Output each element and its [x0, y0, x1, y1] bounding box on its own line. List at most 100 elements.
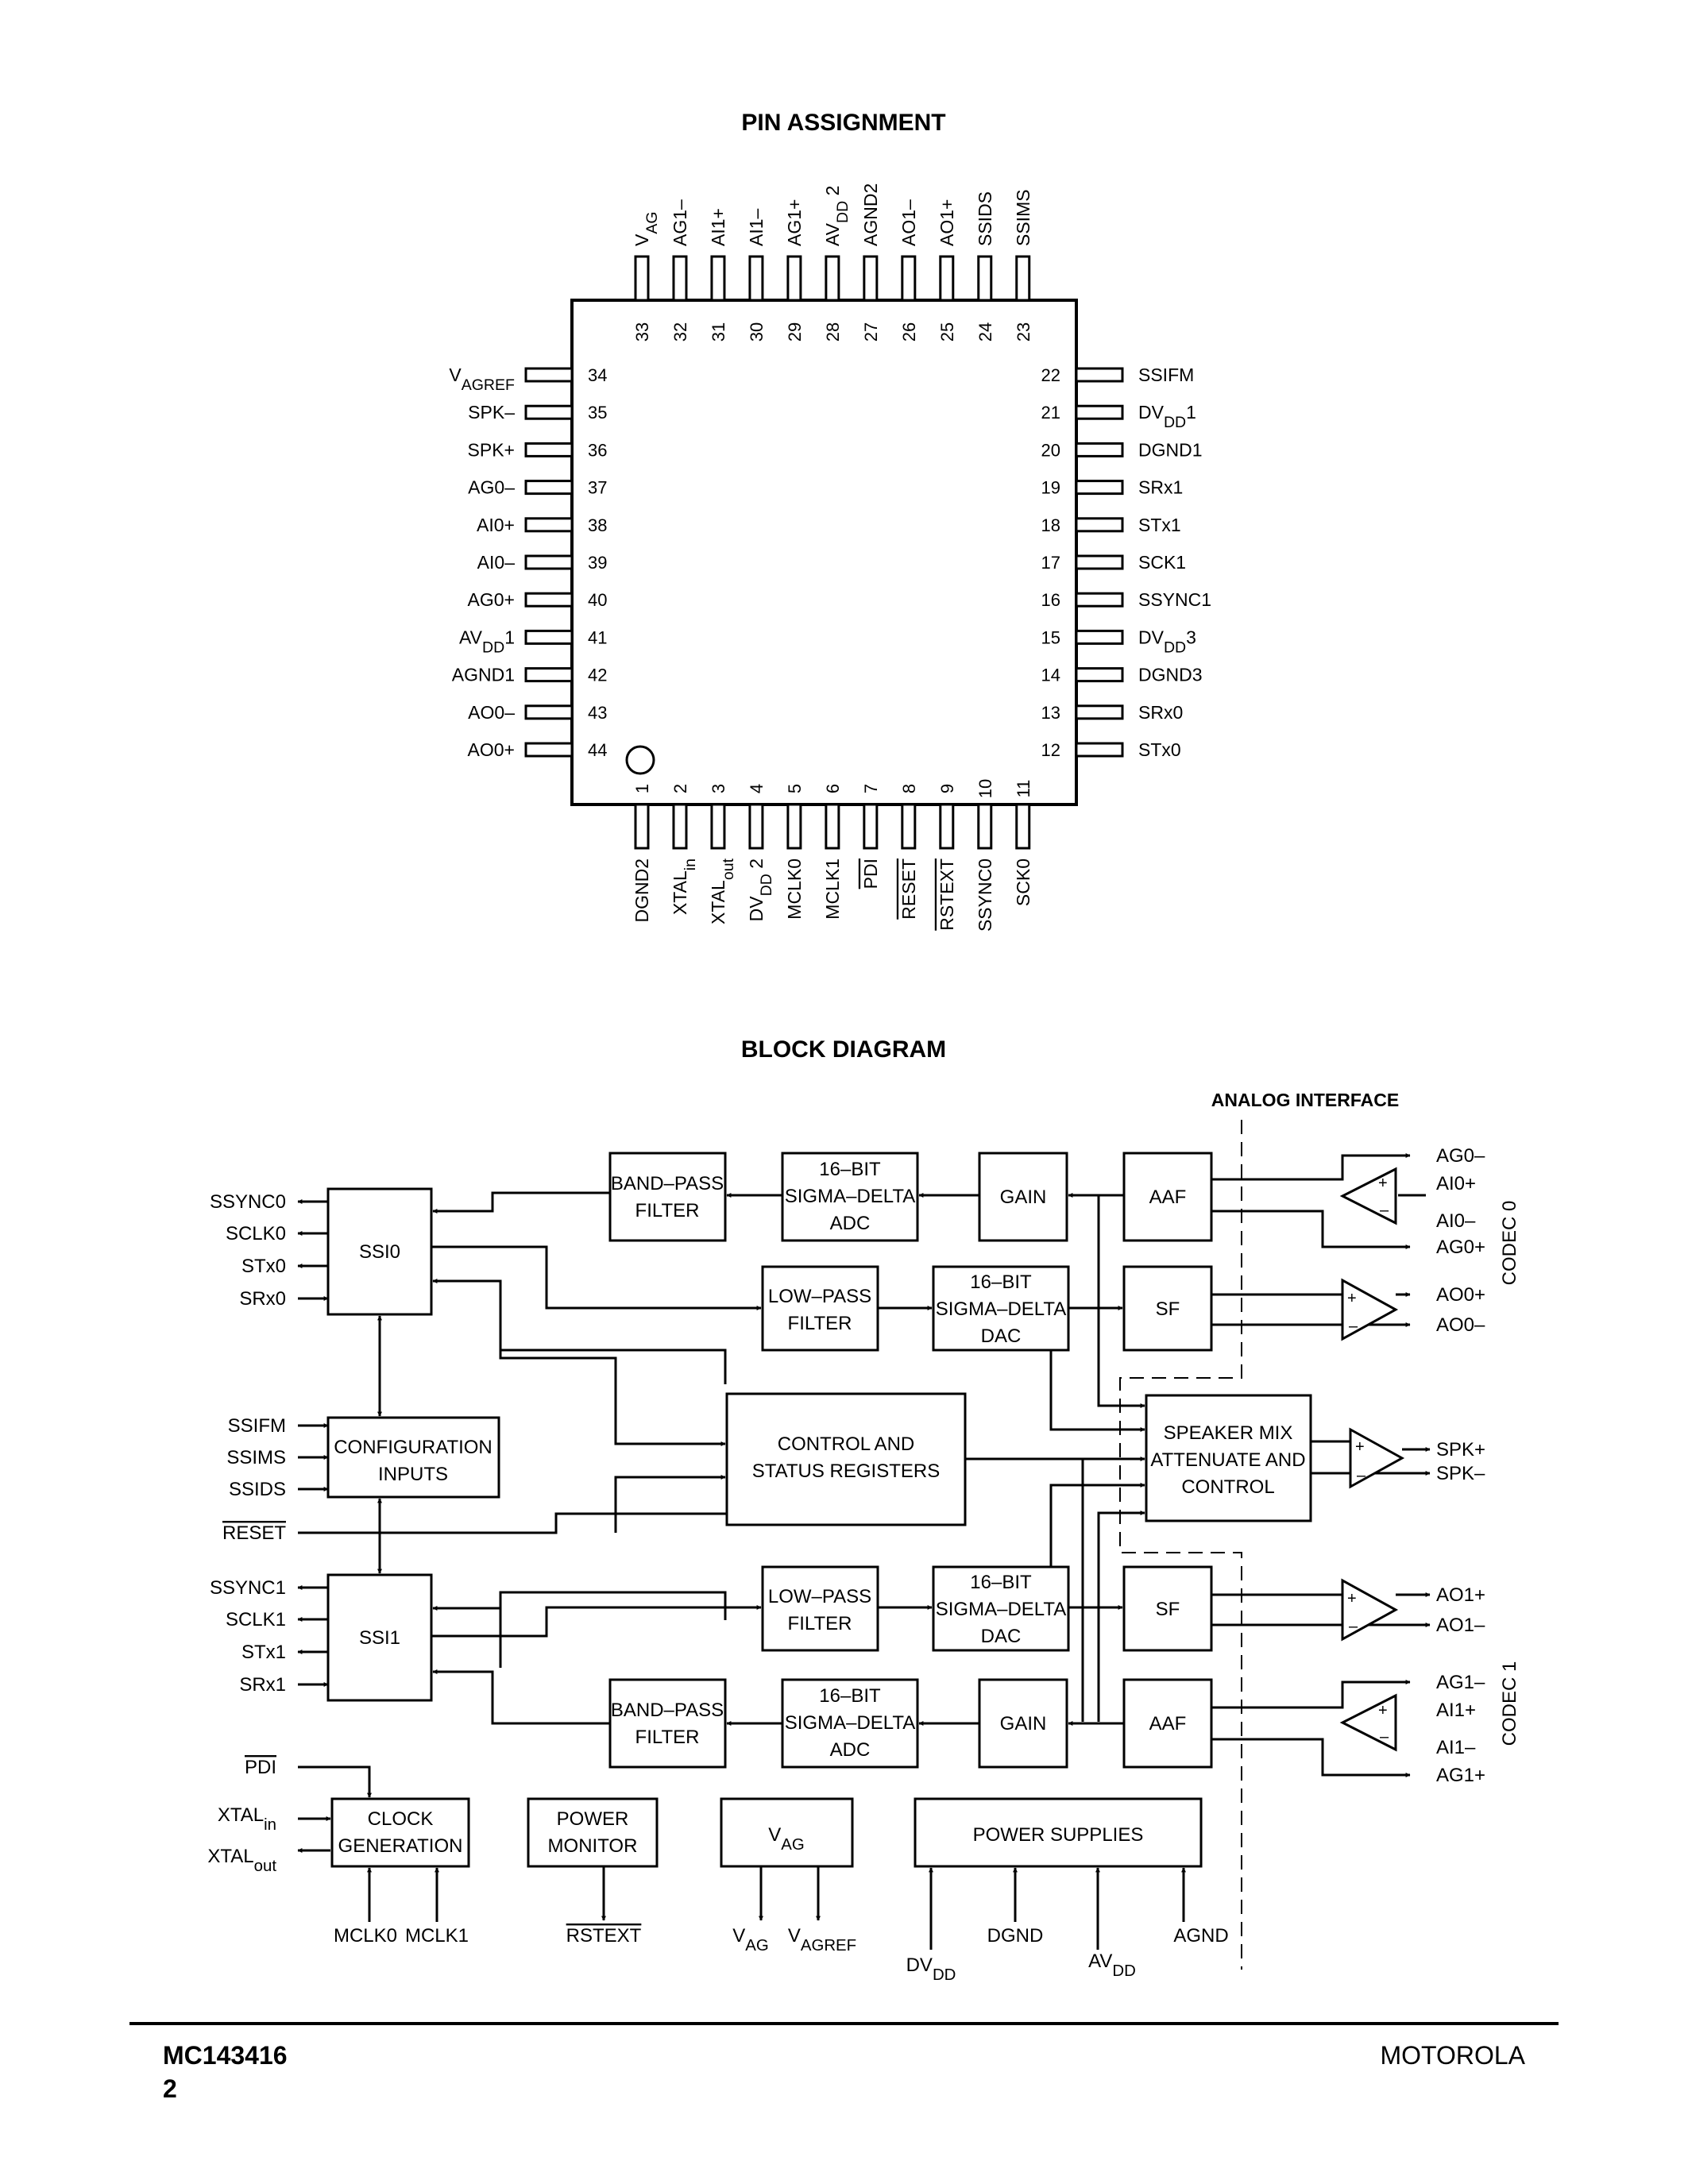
gain0-label: GAIN: [1000, 1187, 1047, 1208]
pin-7-number: 7: [861, 784, 881, 793]
ctrl-label-2: STATUS REGISTERS: [752, 1461, 940, 1482]
codec0-input-amp: [1339, 1167, 1397, 1225]
sig-ssims: SSIMS: [226, 1447, 286, 1468]
adc0-label-1: 16–BIT: [819, 1159, 881, 1180]
bpf1-label-1: BAND–PASS: [611, 1700, 724, 1721]
amp-signs: +– +– +– +– +–: [1347, 1175, 1389, 1746]
sf-0: [1122, 1265, 1213, 1352]
pin-23-label: SSIMS: [1013, 189, 1033, 246]
aaf1-label: AAF: [1149, 1713, 1187, 1734]
pin-19-lead: [1075, 480, 1124, 496]
pin-9-number: 9: [937, 784, 957, 793]
bandpass-filter-0: [608, 1152, 727, 1242]
pin-39-label: AI0–: [477, 552, 516, 573]
pin-33-label: VAG: [632, 211, 661, 246]
block-diagram-title: BLOCK DIAGRAM: [741, 1036, 946, 1063]
pin-25-label: AO1+: [937, 199, 957, 246]
sig-dgnd: DGND: [987, 1925, 1044, 1947]
pin-8-number: 8: [899, 784, 919, 793]
pin-25-number: 25: [937, 322, 957, 341]
amplifiers: [1339, 1167, 1405, 1752]
pin-35-label: SPK–: [468, 402, 515, 423]
pin-28-lead: [825, 255, 840, 302]
sig-ag0-plus: AG0+: [1436, 1237, 1485, 1258]
pin-14-lead: [1075, 667, 1124, 683]
clock-label-1: CLOCK: [368, 1808, 434, 1830]
wire-ssi1-lpf1: [431, 1605, 762, 1638]
pin-27-number: 27: [861, 322, 881, 341]
adc1-label-2: SIGMA–DELTA: [785, 1712, 915, 1734]
wire-config-ctrl: [614, 1475, 726, 1533]
vag-label: VAG: [768, 1824, 804, 1854]
pin-40-number: 40: [588, 590, 607, 610]
sig-ao1-minus: AO1–: [1436, 1615, 1485, 1636]
sig-ao0-minus: AO0–: [1436, 1314, 1485, 1336]
svg-text:+: +: [1378, 1175, 1388, 1192]
pin-31-label: AI1+: [708, 208, 728, 246]
wire-aaf0-in-bot: [1211, 1210, 1411, 1249]
adc-0: [781, 1152, 919, 1242]
bpf1-label-2: FILTER: [635, 1727, 700, 1748]
pin-27-lead: [863, 255, 879, 302]
pin-23-number: 23: [1014, 322, 1033, 341]
gain1-label: GAIN: [1000, 1713, 1047, 1734]
codec1-label: CODEC 1: [1499, 1661, 1520, 1746]
pin-13-lead: [1075, 704, 1124, 720]
pin-3-number: 3: [709, 784, 728, 793]
wire-reset: [298, 1512, 727, 1534]
pin-15-label: DVDD3: [1138, 627, 1196, 656]
pin-41-number: 41: [588, 627, 607, 647]
pin-22-label: SSIFM: [1138, 365, 1194, 385]
sig-stx0: STx0: [241, 1256, 286, 1277]
adc1-label-1: 16–BIT: [819, 1685, 881, 1707]
footer-part-number: MC143416: [163, 2041, 288, 2070]
pin-32-label: AG1–: [670, 199, 690, 246]
sig-ai1-minus: AI1–: [1436, 1737, 1476, 1758]
ctrl-label-1: CONTROL AND: [778, 1433, 914, 1455]
wire-aaf1-in-top: [1211, 1680, 1411, 1709]
dac1-label-1: 16–BIT: [970, 1572, 1032, 1593]
pin-34-number: 34: [588, 365, 607, 385]
pin-36-number: 36: [588, 440, 607, 460]
sig-avdd: AVDD: [1088, 1951, 1136, 1980]
pin-1-label: DGND2: [632, 859, 652, 923]
pin-12-number: 12: [1041, 740, 1060, 760]
adc0-label-3: ADC: [830, 1213, 871, 1234]
pin-13-number: 13: [1041, 703, 1060, 723]
pin-3-label: XTALout: [708, 858, 737, 924]
svg-text:–: –: [1349, 1618, 1358, 1635]
pin-3-lead: [710, 803, 726, 850]
pin-21-number: 21: [1041, 403, 1060, 423]
pin-13-label: SRx0: [1138, 702, 1183, 723]
pin-4-lead: [748, 803, 764, 850]
pin-38-lead: [524, 517, 574, 533]
pin-40-label: AG0+: [468, 589, 515, 610]
pin-19-label: SRx1: [1138, 477, 1183, 498]
pin-7-label: PDI: [860, 859, 881, 889]
lowpass-filter-1: [761, 1565, 879, 1652]
sig-rstext: RSTEXT: [566, 1925, 642, 1947]
pin-39-lead: [524, 554, 574, 570]
sig-xtal-in: XTALin: [218, 1804, 276, 1834]
wire-aaf0-in-top: [1211, 1153, 1411, 1181]
wire-ctrl-ssi1: [432, 1592, 502, 1611]
pin-36-label: SPK+: [468, 439, 515, 460]
lpf0-label-1: LOW–PASS: [768, 1286, 871, 1307]
pin-37-lead: [524, 480, 574, 496]
sig-sclk0: SCLK0: [226, 1223, 286, 1244]
pin-4-number: 4: [747, 784, 767, 793]
codec1-input-amp: [1339, 1693, 1397, 1752]
clock-label-2: GENERATION: [338, 1835, 463, 1857]
pin-2-label: XTALin: [670, 859, 699, 915]
pin-21-lead: [1075, 404, 1124, 420]
pin-44-number: 44: [588, 740, 607, 760]
sig-ssync0: SSYNC0: [210, 1191, 286, 1213]
wire-ssi0-lpf0: [431, 1245, 762, 1310]
pin-44-label: AO0+: [468, 739, 515, 760]
spk-label-3: CONTROL: [1181, 1476, 1274, 1498]
pin-16-lead: [1075, 592, 1124, 608]
power-supplies-label: POWER SUPPLIES: [973, 1824, 1144, 1846]
pin-7-lead: [863, 803, 879, 850]
pin-18-label: STx1: [1138, 515, 1181, 535]
pin-26-lead: [901, 255, 917, 302]
